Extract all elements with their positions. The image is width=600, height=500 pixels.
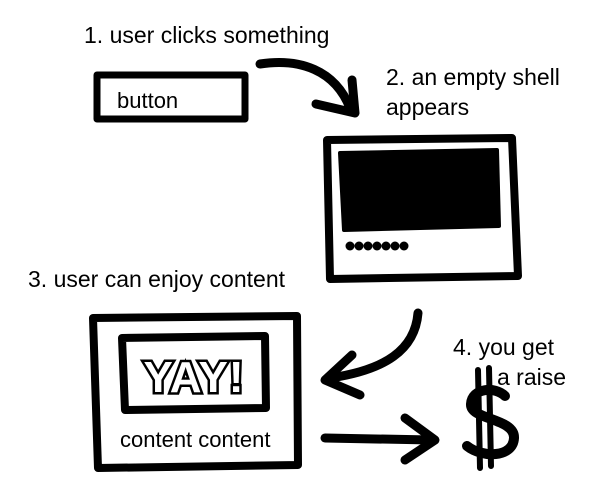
sketch-button-label: button — [117, 88, 178, 113]
arrow-head — [311, 75, 360, 118]
content-panel: YAY! content content — [89, 312, 302, 472]
content-panel-frame — [89, 312, 302, 472]
arrow-shaft — [320, 433, 437, 445]
step4-label-line2: a raise — [497, 364, 566, 390]
content-body-text: content content — [120, 427, 270, 452]
shell-dot — [363, 241, 373, 251]
dollar-sign-icon — [462, 365, 519, 471]
arrow-step3-to-step4 — [320, 413, 440, 465]
shell-dot — [390, 241, 400, 251]
yay-banner-text: YAY! — [143, 353, 244, 402]
shell-dot — [345, 241, 355, 251]
shell-screen — [338, 148, 501, 232]
step2-label-line2: appears — [386, 94, 469, 120]
shell-dot — [354, 241, 364, 251]
arrow-shaft — [325, 308, 423, 383]
empty-shell-screen — [323, 134, 522, 283]
dollar-s-curve — [462, 384, 519, 460]
arrow-head — [400, 413, 440, 465]
arrow-shaft — [255, 58, 355, 113]
step2-label-line1: 2. an empty shell — [386, 64, 560, 90]
shell-dot — [372, 241, 382, 251]
shell-dots — [345, 241, 409, 251]
shell-dot — [381, 241, 391, 251]
step1-label: 1. user clicks something — [84, 22, 329, 48]
step4-label-line1: 4. you get — [453, 334, 555, 360]
yay-banner-frame — [118, 332, 270, 414]
sketch-button-frame — [93, 71, 249, 123]
arrow-head — [320, 350, 365, 400]
arrow-step1-to-step2 — [255, 58, 360, 118]
shell-dot — [399, 241, 409, 251]
sketch-button: button — [93, 71, 249, 123]
shell-frame — [323, 134, 522, 283]
step3-label: 3. user can enjoy content — [28, 266, 286, 292]
arrow-step2-to-step3 — [320, 308, 423, 400]
